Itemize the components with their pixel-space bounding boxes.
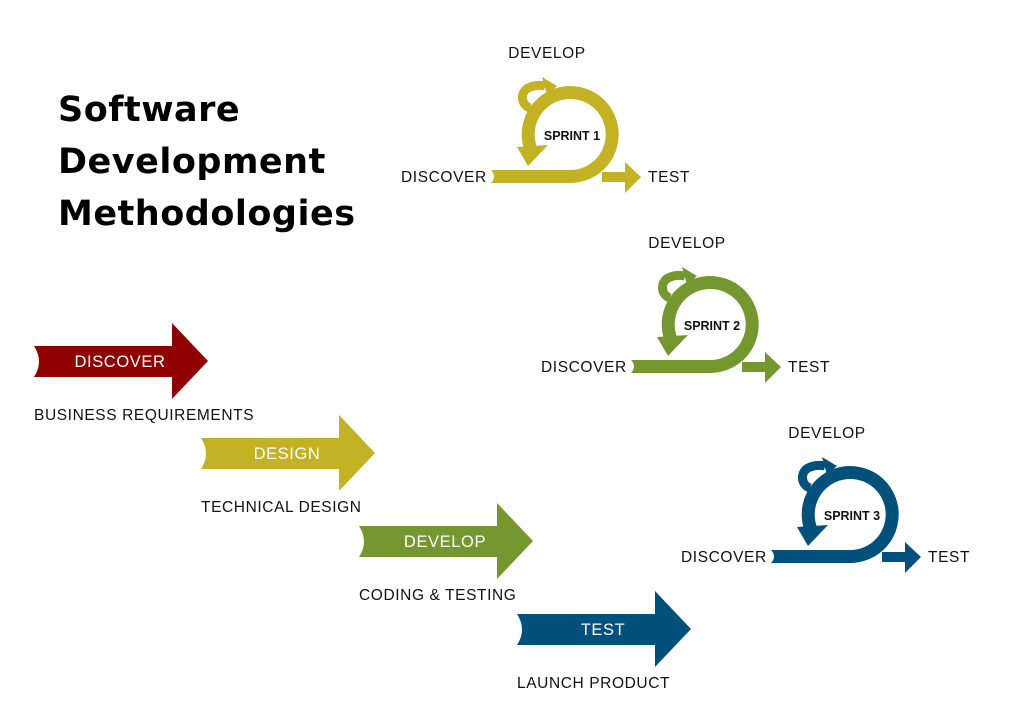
sprint-loop-arrowhead-icon (517, 145, 548, 166)
sprint-name: SPRINT 3 (824, 509, 880, 523)
sprint-develop-label: DEVELOP (788, 425, 865, 442)
sprint-test-label: TEST (788, 359, 830, 376)
sprint-develop-label: DEVELOP (648, 235, 725, 252)
sprint-base-line (491, 170, 572, 183)
sprint-loop-arc (801, 466, 899, 564)
step-caption: LAUNCH PRODUCT (517, 675, 670, 692)
step-caption: CODING & TESTING (359, 587, 516, 604)
step-label: DEVELOP (404, 533, 486, 551)
waterfall-step-test: TEST LAUNCH PRODUCT (517, 591, 691, 692)
sprint-name: SPRINT 1 (544, 129, 600, 143)
sprint-test-label: TEST (928, 549, 970, 566)
sprint-discover-label: DISCOVER (541, 359, 627, 376)
waterfall-step-discover: DISCOVER BUSINESS REQUIREMENTS (34, 323, 254, 424)
step-caption: BUSINESS REQUIREMENTS (34, 407, 254, 424)
sprint-loop-arrowhead-icon (657, 335, 688, 356)
sprint-base-line (771, 550, 852, 563)
sprint-test-label: TEST (648, 169, 690, 186)
waterfall-step-develop: DEVELOP CODING & TESTING (359, 503, 533, 604)
title-line: Methodologies (58, 194, 356, 234)
sprint-cycle-2: SPRINT 2 DEVELOP DISCOVER TEST (541, 235, 830, 383)
sprint-curl-arc (658, 270, 686, 303)
step-label: DISCOVER (75, 353, 166, 371)
sprint-curl-arc (798, 460, 826, 493)
sprint-develop-label: DEVELOP (508, 45, 585, 62)
sprint-cycle-3: SPRINT 3 DEVELOP DISCOVER TEST (681, 425, 970, 573)
sprint-loop-arc (661, 276, 759, 374)
sprint-cycle-1: SPRINT 1 DEVELOP DISCOVER TEST (401, 45, 690, 193)
page-title: Software Development Methodologies (58, 84, 356, 240)
sprint-discover-label: DISCOVER (681, 549, 767, 566)
arrow-shape (359, 503, 533, 579)
sprint-name: SPRINT 2 (684, 319, 740, 333)
sprint-test-arrow-icon (602, 162, 641, 193)
sprint-loop-arrowhead-icon (797, 525, 828, 546)
arrow-shape (201, 415, 375, 491)
title-line: Software (58, 90, 241, 130)
arrow-shape (34, 323, 208, 399)
waterfall-step-design: DESIGN TECHNICAL DESIGN (201, 415, 375, 516)
arrow-shape (517, 591, 691, 667)
sprint-loop-arc (521, 86, 619, 184)
step-label: TEST (581, 621, 626, 639)
sprint-curl-arrowhead-icon (542, 77, 557, 95)
title-line: Development (58, 142, 326, 182)
sprint-discover-label: DISCOVER (401, 169, 487, 186)
step-caption: TECHNICAL DESIGN (201, 499, 362, 516)
sprint-curl-arc (518, 80, 546, 113)
sprint-test-arrow-icon (882, 542, 921, 573)
step-label: DESIGN (254, 445, 321, 463)
sprint-curl-arrowhead-icon (682, 267, 697, 285)
sprint-curl-arrowhead-icon (822, 457, 837, 475)
sprint-base-line (631, 360, 712, 373)
sprint-test-arrow-icon (742, 352, 781, 383)
